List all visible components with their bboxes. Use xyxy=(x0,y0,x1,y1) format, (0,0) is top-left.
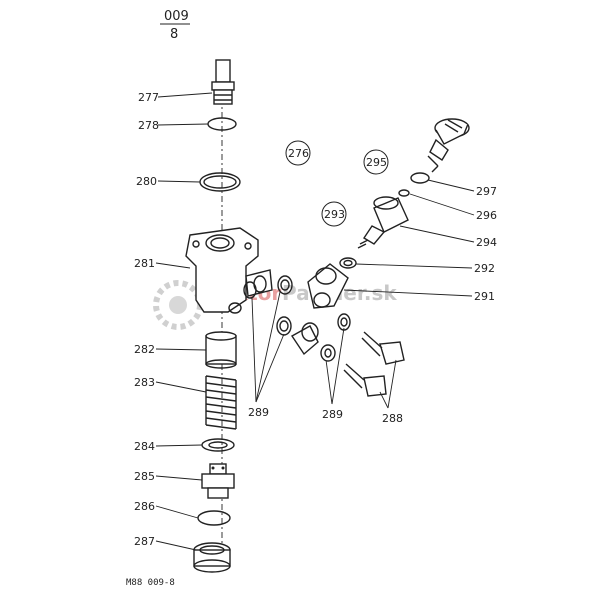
part-292-washer xyxy=(339,257,357,269)
circled-label-295: 295 xyxy=(366,156,387,169)
footer-code: M88 009-8 xyxy=(126,578,175,588)
header-bottom: 8 xyxy=(170,27,178,42)
part-286-o-ring xyxy=(197,510,231,526)
circled-reference-295: 295 xyxy=(363,149,389,175)
label-281: 281 xyxy=(134,257,155,270)
label-285: 285 xyxy=(134,470,155,483)
part-294-valve-body xyxy=(357,196,409,249)
label-282: 282 xyxy=(134,343,155,356)
circled-label-293: 293 xyxy=(324,208,345,221)
leader-lines xyxy=(155,92,475,551)
label-294: 294 xyxy=(476,236,497,249)
circled-reference-293: 293 xyxy=(321,201,347,227)
part-288-bolt-upper xyxy=(361,331,405,365)
label-280: 280 xyxy=(136,175,157,188)
watermark: Traktor Partner.sk xyxy=(153,280,397,330)
label-297: 297 xyxy=(476,185,497,198)
circled-label-276: 276 xyxy=(288,147,309,160)
label-288: 288 xyxy=(382,412,403,425)
part-297-o-ring xyxy=(410,172,430,184)
label-284: 284 xyxy=(134,440,155,453)
part-291-banjo xyxy=(307,263,349,309)
label-287: 287 xyxy=(134,535,155,548)
part-287-cap xyxy=(193,542,231,573)
part-knob-assembly xyxy=(427,118,470,173)
label-278: 278 xyxy=(138,119,159,132)
part-280-gasket xyxy=(199,172,241,192)
part-285-valve xyxy=(201,463,235,499)
part-281-housing xyxy=(185,227,273,314)
header-top: 009 xyxy=(164,9,189,24)
part-labels: 277 278 280 281 282 283 284 285 286 287 … xyxy=(134,91,497,548)
circled-reference-276: 276 xyxy=(285,140,311,166)
label-289-left: 289 xyxy=(248,406,269,419)
part-289-washers-right xyxy=(320,313,351,362)
label-277: 277 xyxy=(138,91,159,104)
label-296: 296 xyxy=(476,209,497,222)
part-283-spring xyxy=(205,375,237,430)
part-284-washer xyxy=(201,438,235,452)
label-289-right: 289 xyxy=(322,408,343,421)
part-282-sleeve xyxy=(205,331,237,369)
label-283: 283 xyxy=(134,376,155,389)
part-288-bolt-lower xyxy=(343,363,387,397)
part-banjo-fitting xyxy=(290,322,319,356)
label-291: 291 xyxy=(474,290,495,303)
part-277-valve-stem xyxy=(211,59,235,105)
part-296-small-washer xyxy=(398,189,410,197)
label-286: 286 xyxy=(134,500,155,513)
label-292: 292 xyxy=(474,262,495,275)
